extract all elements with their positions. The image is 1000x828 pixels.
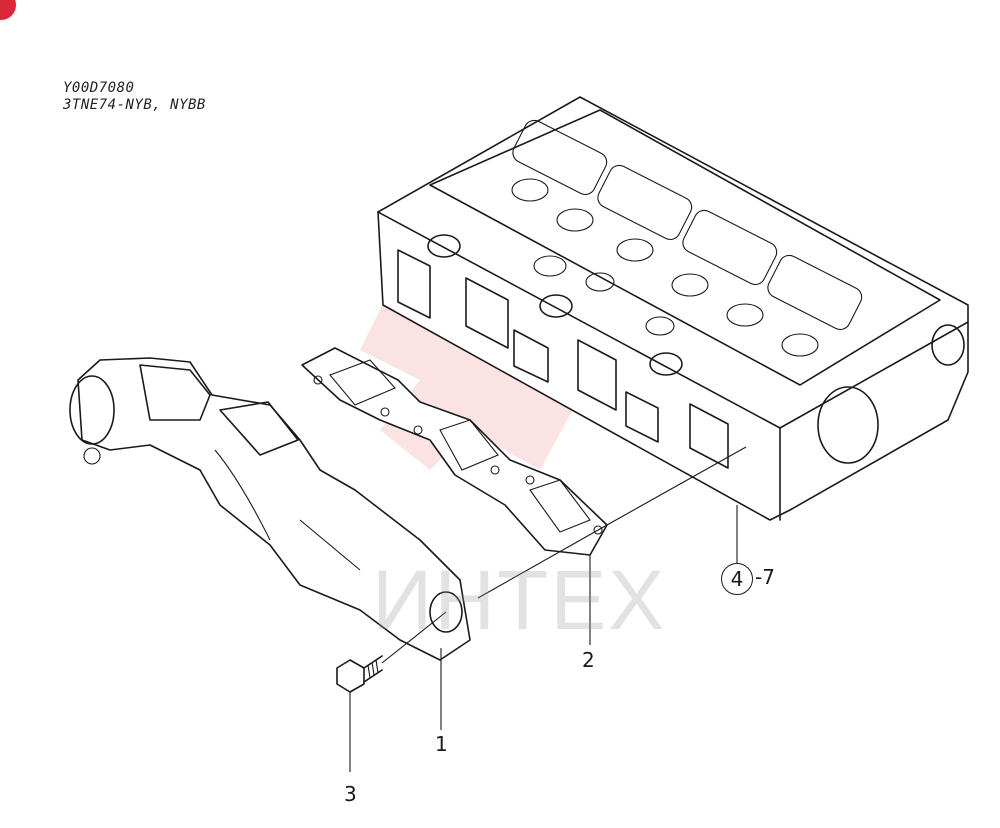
cylinder-head [377,96,969,521]
diagram-code: Y00D7080 [63,80,135,96]
callout-bolt: 3 [344,782,357,806]
callout-manifold: 1 [435,732,448,756]
leader-lines [349,446,747,772]
exhaust-manifold [69,357,471,661]
exhaust-gasket [301,347,608,556]
watermark-text: ИНТЕХ [372,553,667,647]
flange-bolt [336,655,383,693]
head-holes [511,178,819,357]
engine-models: 3TNE74-NYB, NYBB [63,97,206,113]
callout-gasket: 2 [582,648,595,672]
head-studs [427,234,683,376]
corner-mark [0,0,16,20]
exhaust-ports [397,249,729,469]
cylinder-head-ref-number: 4 [730,567,744,591]
cylinder-head-ref-circle: 4 [721,563,753,595]
rocker-bosses [512,119,863,331]
cylinder-head-ref-suffix: -7 [755,565,775,589]
